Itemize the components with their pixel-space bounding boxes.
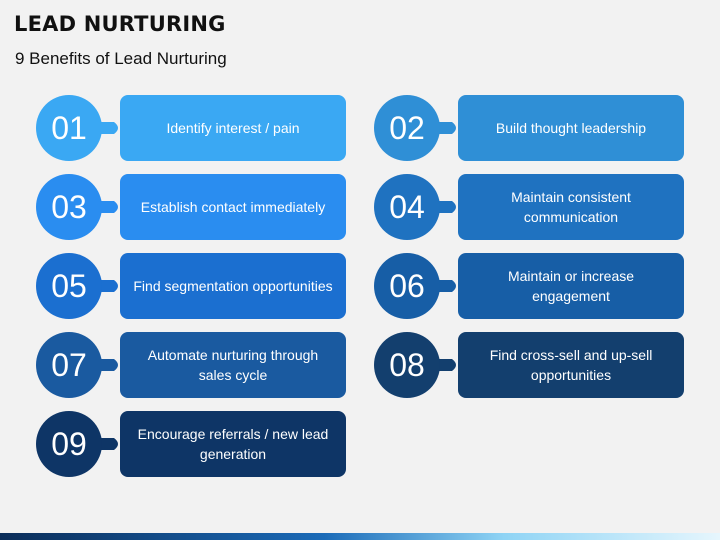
page-subtitle: 9 Benefits of Lead Nurturing — [15, 49, 227, 68]
benefit-item-04: 04 Maintain consistent communication — [374, 174, 694, 240]
benefit-number-badge: 08 — [374, 332, 440, 398]
benefit-number-badge: 07 — [36, 332, 102, 398]
connector-arrow — [98, 201, 118, 213]
benefit-item-03: 03 Establish contact immediately — [36, 174, 356, 240]
connector-arrow — [98, 122, 118, 134]
connector-arrow — [436, 122, 456, 134]
connector-arrow — [98, 359, 118, 371]
connector-arrow — [98, 438, 118, 450]
benefit-item-06: 06 Maintain or increase engagement — [374, 253, 694, 319]
benefit-item-05: 05 Find segmentation opportunities — [36, 253, 356, 319]
benefit-item-09: 09 Encourage referrals / new lead genera… — [36, 411, 356, 477]
benefit-number-badge: 02 — [374, 95, 440, 161]
benefit-label-box: Build thought leadership — [458, 95, 684, 161]
benefit-number-badge: 06 — [374, 253, 440, 319]
benefit-number-badge: 04 — [374, 174, 440, 240]
benefit-number-badge: 01 — [36, 95, 102, 161]
benefit-item-02: 02 Build thought leadership — [374, 95, 694, 161]
benefit-label-box: Identify interest / pain — [120, 95, 346, 161]
connector-arrow — [436, 359, 456, 371]
benefit-label-box: Find segmentation opportunities — [120, 253, 346, 319]
benefit-number-badge: 03 — [36, 174, 102, 240]
benefit-number-badge: 05 — [36, 253, 102, 319]
benefit-label-box: Automate nurturing through sales cycle — [120, 332, 346, 398]
connector-arrow — [436, 280, 456, 292]
benefit-label-box: Find cross-sell and up-sell opportunitie… — [458, 332, 684, 398]
benefit-item-01: 01 Identify interest / pain — [36, 95, 356, 161]
benefit-item-07: 07 Automate nurturing through sales cycl… — [36, 332, 356, 398]
benefit-label-box: Maintain or increase engagement — [458, 253, 684, 319]
connector-arrow — [436, 201, 456, 213]
page-title: LEAD NURTURING — [14, 12, 226, 36]
connector-arrow — [98, 280, 118, 292]
benefit-label-box: Encourage referrals / new lead generatio… — [120, 411, 346, 477]
benefit-label-box: Establish contact immediately — [120, 174, 346, 240]
benefit-label-box: Maintain consistent communication — [458, 174, 684, 240]
footer-gradient-bar — [0, 533, 720, 540]
benefit-number-badge: 09 — [36, 411, 102, 477]
benefit-item-08: 08 Find cross-sell and up-sell opportuni… — [374, 332, 694, 398]
